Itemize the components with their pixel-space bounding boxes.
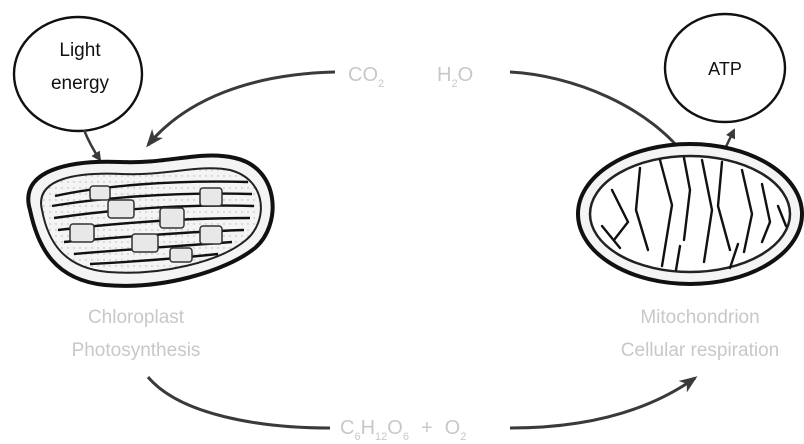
light-energy-line1: Light: [59, 40, 101, 61]
light-energy-node: Light energy: [14, 17, 142, 131]
mitochondrion-illustration: [578, 144, 802, 284]
bottom-arrow-right-segment: [510, 378, 695, 428]
light-to-chloroplast-arrow: [84, 130, 100, 160]
top-arrow-left-segment: [148, 72, 335, 145]
water-label: H2O: [437, 64, 473, 90]
chloroplast-name: Chloroplast: [88, 307, 185, 328]
atp-label: ATP: [708, 59, 742, 79]
chloroplast-illustration: [28, 156, 272, 286]
mitochondrion-process: Cellular respiration: [621, 340, 779, 361]
bottom-arrow-left-segment: [148, 377, 330, 428]
light-energy-line2: energy: [51, 73, 110, 94]
atp-node: ATP: [665, 14, 785, 122]
glucose-oxygen-label: C6H12O6+O2: [340, 417, 466, 443]
mitochondrion-name: Mitochondrion: [640, 307, 759, 328]
chloroplast-process: Photosynthesis: [72, 340, 201, 361]
co2-label: CO2: [348, 64, 384, 90]
